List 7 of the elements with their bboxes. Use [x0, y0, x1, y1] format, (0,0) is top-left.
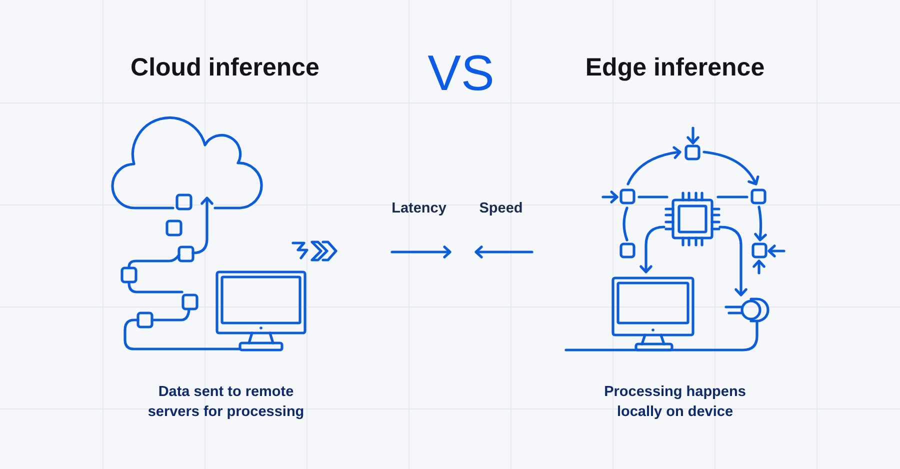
comparison-label: Latency — [392, 200, 446, 218]
section-title: Edge inference — [585, 54, 765, 82]
description-text: Processing happens locally on device — [603, 383, 747, 422]
description-text: Data sent to remote servers for processing — [146, 383, 306, 422]
section-title: Cloud inference — [130, 54, 320, 82]
comparison-label: Speed — [479, 200, 523, 218]
versus-text: VS — [428, 48, 494, 98]
